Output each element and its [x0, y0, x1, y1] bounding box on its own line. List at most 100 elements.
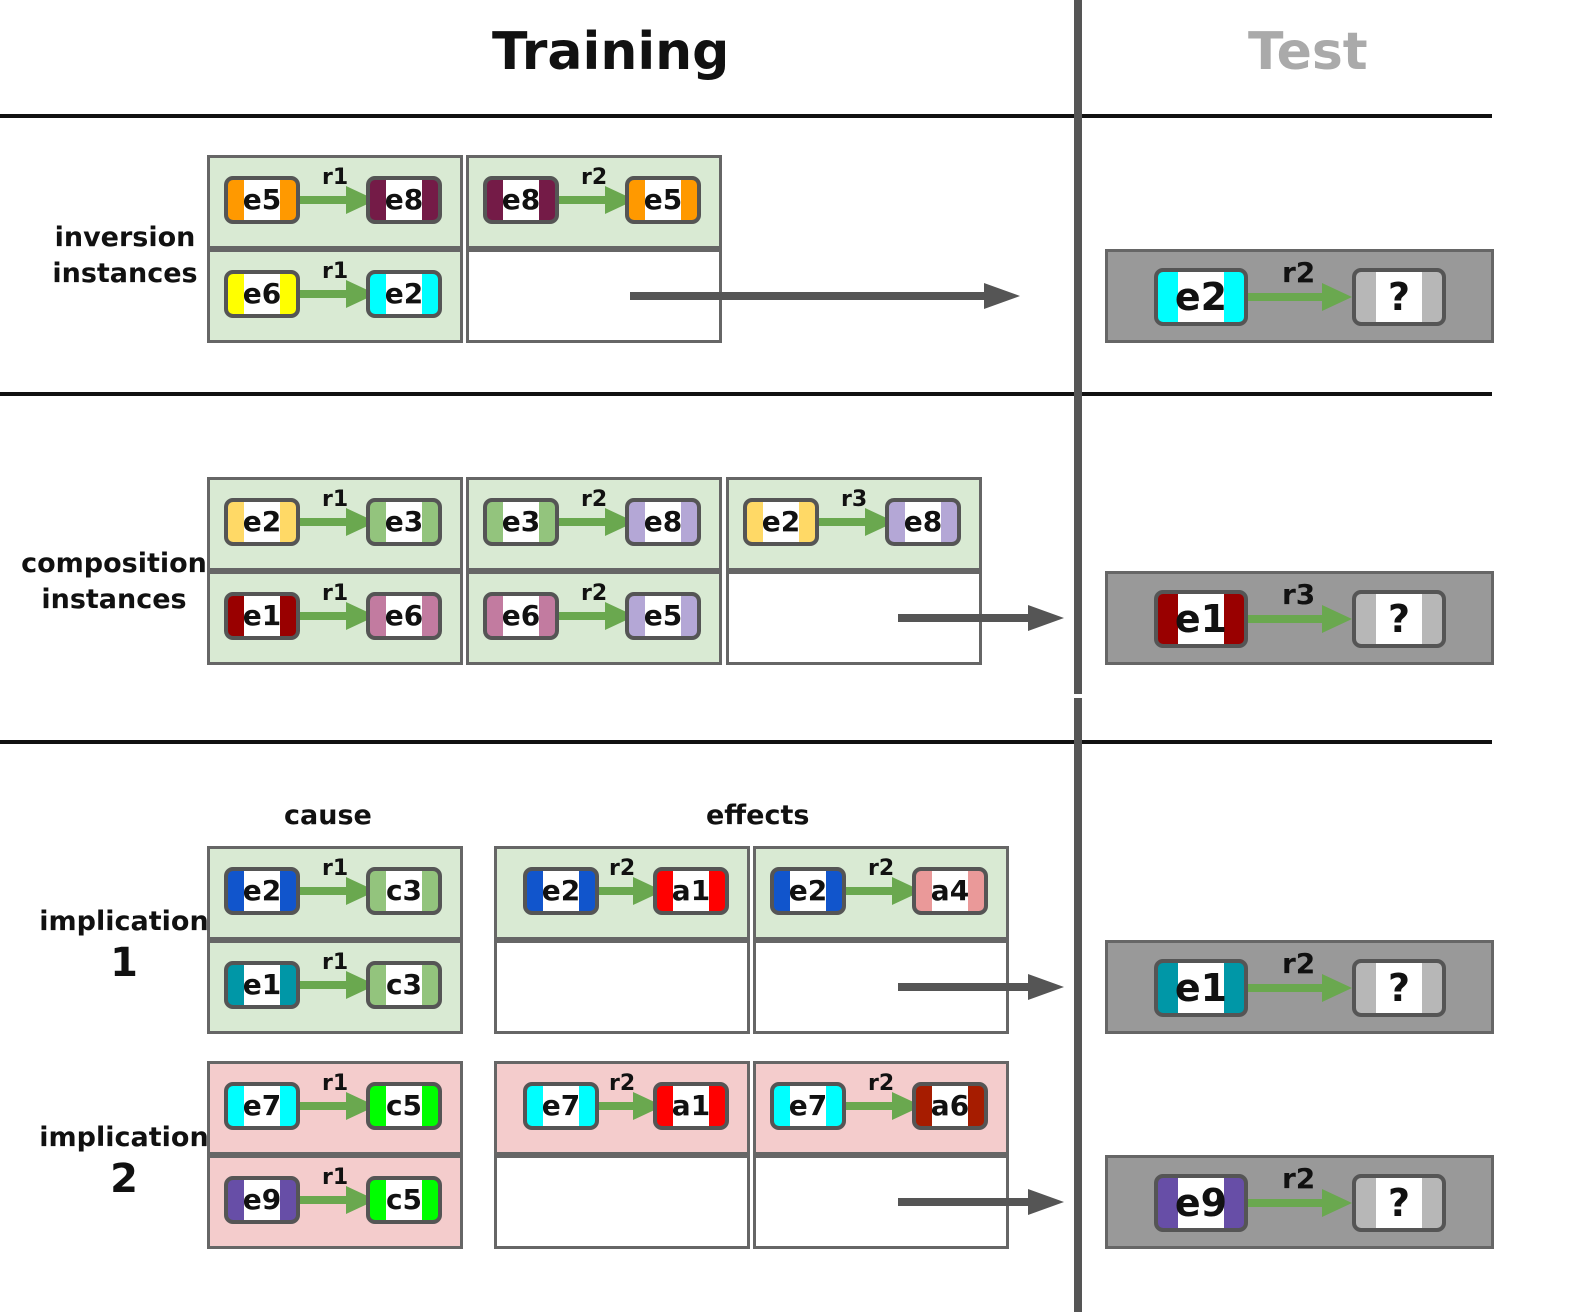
relation-label: r2 — [581, 581, 608, 606]
entity-node: c5 — [366, 1082, 442, 1130]
relation-label: r1 — [322, 1165, 349, 1190]
entity-node: e5 — [625, 176, 701, 224]
composition-fact-cell: e1 r1 e6 — [207, 571, 463, 665]
entity-node: e1 — [1154, 959, 1248, 1017]
relation-label: r1 — [322, 259, 349, 284]
entity-node: e2 — [523, 867, 599, 915]
inversion-fact-cell: e5 r1 e8 — [207, 155, 463, 249]
relation-arrow — [819, 508, 895, 536]
entity-node: e7 — [523, 1082, 599, 1130]
relation-label: r1 — [322, 856, 349, 881]
entity-node: e6 — [366, 592, 442, 640]
relation-label: r2 — [581, 165, 608, 190]
relation-arrow — [599, 1092, 663, 1120]
entity-node: e8 — [885, 498, 961, 546]
entity-node: e1 — [1154, 590, 1248, 648]
implication-1-test-cell: e1 r2 ? — [1105, 940, 1494, 1034]
inversion-to-test-arrow — [630, 283, 1020, 309]
entity-node: e8 — [366, 176, 442, 224]
relation-arrow — [300, 186, 376, 214]
relation-label: r2 — [609, 856, 636, 881]
relation-label: r1 — [322, 165, 349, 190]
implication-1-cause-cell: e2 r1 c3 — [207, 846, 463, 940]
training-header: Training — [492, 22, 730, 82]
implication-2-label: implication 2 — [39, 1122, 209, 1202]
test-header: Test — [1248, 22, 1368, 82]
composition-divider — [0, 740, 1492, 744]
implication-2-cause-cell: e7 r1 c5 — [207, 1061, 463, 1155]
entity-node: a6 — [912, 1082, 988, 1130]
relation-label: r2 — [1282, 256, 1316, 289]
entity-node: e1 — [224, 961, 300, 1009]
relation-arrow — [300, 1092, 376, 1120]
entity-node: c5 — [366, 1176, 442, 1224]
relation-arrow — [846, 1092, 922, 1120]
implication-2-cause-cell: e9 r1 c5 — [207, 1155, 463, 1249]
relation-label: r1 — [322, 581, 349, 606]
cause-label: cause — [284, 800, 372, 831]
relation-label: r2 — [581, 487, 608, 512]
entity-node: e7 — [770, 1082, 846, 1130]
composition-test-cell: e1 r3 ? — [1105, 571, 1494, 665]
entity-node: e8 — [483, 176, 559, 224]
relation-arrow — [1248, 974, 1352, 1002]
relation-arrow — [300, 877, 376, 905]
composition-fact-cell: e2 r1 e3 — [207, 477, 463, 571]
entity-node: a1 — [653, 867, 729, 915]
entity-node: e8 — [625, 498, 701, 546]
entity-node: c3 — [366, 867, 442, 915]
relation-arrow — [559, 186, 635, 214]
entity-node: a4 — [912, 867, 988, 915]
entity-node: e2 — [770, 867, 846, 915]
relation-label: r3 — [1282, 578, 1316, 611]
relation-arrow — [300, 280, 376, 308]
entity-node: e2 — [1154, 268, 1248, 326]
relation-arrow — [1248, 605, 1352, 633]
entity-node: e5 — [625, 592, 701, 640]
relation-arrow — [1248, 283, 1352, 311]
implication-1-effect-cell: e2 r2 a1 — [494, 846, 750, 940]
composition-fact-cell: e6 r2 e5 — [466, 571, 722, 665]
relation-arrow — [300, 602, 376, 630]
relation-arrow — [300, 1186, 376, 1214]
relation-label: r1 — [322, 950, 349, 975]
entity-node: e2 — [224, 867, 300, 915]
relation-arrow — [1248, 1189, 1352, 1217]
entity-node: e3 — [366, 498, 442, 546]
unknown-node: ? — [1352, 268, 1446, 326]
relation-label: r3 — [841, 487, 868, 512]
relation-label: r2 — [1282, 1162, 1316, 1195]
entity-node: c3 — [366, 961, 442, 1009]
relation-label: r2 — [868, 1071, 895, 1096]
train-test-divider — [1074, 0, 1082, 1312]
implication-1-to-test-arrow — [898, 974, 1064, 1000]
inversion-fact-cell: e6 r1 e2 — [207, 249, 463, 343]
entity-node: e5 — [224, 176, 300, 224]
relation-arrow — [559, 602, 635, 630]
relation-label: r2 — [1282, 947, 1316, 980]
entity-node: e2 — [743, 498, 819, 546]
relation-arrow — [300, 971, 376, 999]
entity-node: e9 — [224, 1176, 300, 1224]
inversion-divider — [0, 392, 1492, 396]
composition-fact-cell: e2 r3 e8 — [726, 477, 982, 571]
entity-node: e7 — [224, 1082, 300, 1130]
relation-label: r2 — [868, 856, 895, 881]
implication-1-empty-cell — [494, 940, 750, 1034]
entity-node: e9 — [1154, 1174, 1248, 1232]
entity-node: a1 — [653, 1082, 729, 1130]
relation-arrow — [599, 877, 663, 905]
composition-fact-cell: e3 r2 e8 — [466, 477, 722, 571]
entity-node: e6 — [483, 592, 559, 640]
inversion-fact-cell: e8 r2 e5 — [466, 155, 722, 249]
unknown-node: ? — [1352, 959, 1446, 1017]
relation-arrow — [846, 877, 922, 905]
header-divider — [0, 114, 1492, 118]
implication-1-label: implication 1 — [39, 906, 209, 986]
composition-to-test-arrow — [898, 605, 1064, 631]
relation-label: r2 — [609, 1071, 636, 1096]
implication-2-empty-cell — [494, 1155, 750, 1249]
relation-arrow — [559, 508, 635, 536]
relation-label: r1 — [322, 1071, 349, 1096]
entity-node: e2 — [366, 270, 442, 318]
